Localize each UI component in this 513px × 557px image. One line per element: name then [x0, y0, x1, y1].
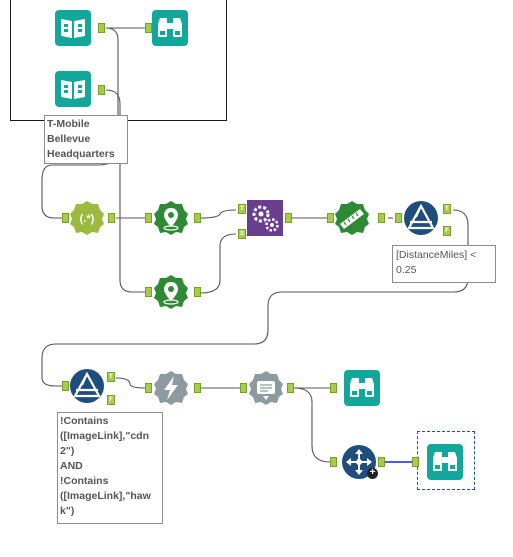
book-open-icon	[55, 10, 91, 46]
ruler-icon	[335, 201, 369, 235]
input-port-source[interactable]: S	[238, 229, 246, 239]
filter-icon	[404, 201, 438, 235]
input-data-tool-1[interactable]	[55, 10, 91, 46]
input-port[interactable]	[145, 287, 152, 297]
browse-tool-2[interactable]	[344, 370, 380, 406]
connection	[200, 233, 237, 294]
output-port[interactable]	[194, 213, 201, 223]
annotation-filter-distance: [DistanceMiles] < 0.25	[396, 249, 477, 276]
false-output-port[interactable]: F	[107, 395, 115, 405]
connection	[200, 209, 237, 219]
book-open-icon	[55, 71, 91, 107]
input-port[interactable]	[145, 213, 152, 223]
formula-tool[interactable]	[153, 370, 189, 406]
connection	[105, 89, 145, 293]
connection	[41, 27, 119, 219]
output-port[interactable]	[98, 23, 105, 33]
sort-icon	[249, 371, 283, 405]
input-port-target[interactable]: T	[238, 204, 246, 214]
binoculars-icon	[344, 370, 380, 406]
output-port[interactable]	[98, 85, 105, 95]
distance-tool[interactable]	[334, 200, 370, 236]
input-port[interactable]	[412, 457, 419, 467]
false-output-port[interactable]: F	[443, 226, 451, 236]
filter-icon	[70, 369, 104, 403]
select-tool[interactable]	[248, 370, 284, 406]
input-port[interactable]	[62, 381, 69, 391]
input-port[interactable]	[145, 23, 152, 33]
output-port[interactable]	[194, 287, 201, 297]
create-points-tool-1[interactable]	[153, 200, 189, 236]
append-fields-tool[interactable]	[247, 200, 283, 236]
filter-tool-1[interactable]	[403, 200, 439, 236]
connection	[41, 209, 469, 387]
input-port[interactable]	[145, 383, 152, 393]
map-pin-icon	[154, 201, 188, 235]
annotation-filter-contains: !Contains ([ImageLink],"cdn 2") AND !Con…	[60, 415, 151, 517]
union-tool[interactable]: +	[341, 444, 378, 480]
output-port[interactable]	[378, 457, 385, 467]
input-data-tool-2[interactable]	[55, 71, 91, 107]
input-port[interactable]	[240, 383, 247, 393]
output-port[interactable]	[108, 213, 115, 223]
output-port[interactable]	[287, 383, 294, 393]
create-points-tool-2[interactable]	[153, 274, 189, 310]
input-port[interactable]	[62, 213, 69, 223]
connection	[115, 377, 146, 389]
gears-icon	[247, 200, 283, 236]
annotation-box-distance	[392, 245, 496, 283]
filter-tool-2[interactable]	[69, 368, 105, 404]
tool-container[interactable]	[10, 0, 227, 121]
annotation-box-headquarters	[44, 115, 128, 164]
regex-icon: (.*)	[70, 201, 104, 235]
annotation-box-contains	[57, 412, 163, 524]
output-port[interactable]	[285, 213, 292, 223]
output-port[interactable]	[378, 213, 385, 223]
true-output-port[interactable]: T	[443, 204, 451, 214]
map-pin-icon	[154, 275, 188, 309]
binoculars-icon	[427, 444, 463, 480]
output-port[interactable]	[194, 383, 201, 393]
plus-badge-icon: +	[367, 468, 378, 479]
input-port[interactable]	[330, 457, 337, 467]
input-port[interactable]	[330, 383, 337, 393]
true-output-port[interactable]: T	[107, 372, 115, 382]
binoculars-icon	[152, 10, 188, 46]
browse-tool-1[interactable]	[152, 10, 188, 46]
input-port[interactable]	[327, 213, 334, 223]
regex-tool[interactable]: (.*)	[69, 200, 105, 236]
svg-text:(.*): (.*)	[80, 213, 95, 225]
input-port[interactable]	[395, 213, 402, 223]
annotation-headquarters: T-Mobile Bellevue Headquarters	[47, 118, 115, 160]
connection	[293, 387, 331, 463]
lightning-icon	[154, 371, 188, 405]
browse-tool-3[interactable]	[427, 444, 463, 480]
